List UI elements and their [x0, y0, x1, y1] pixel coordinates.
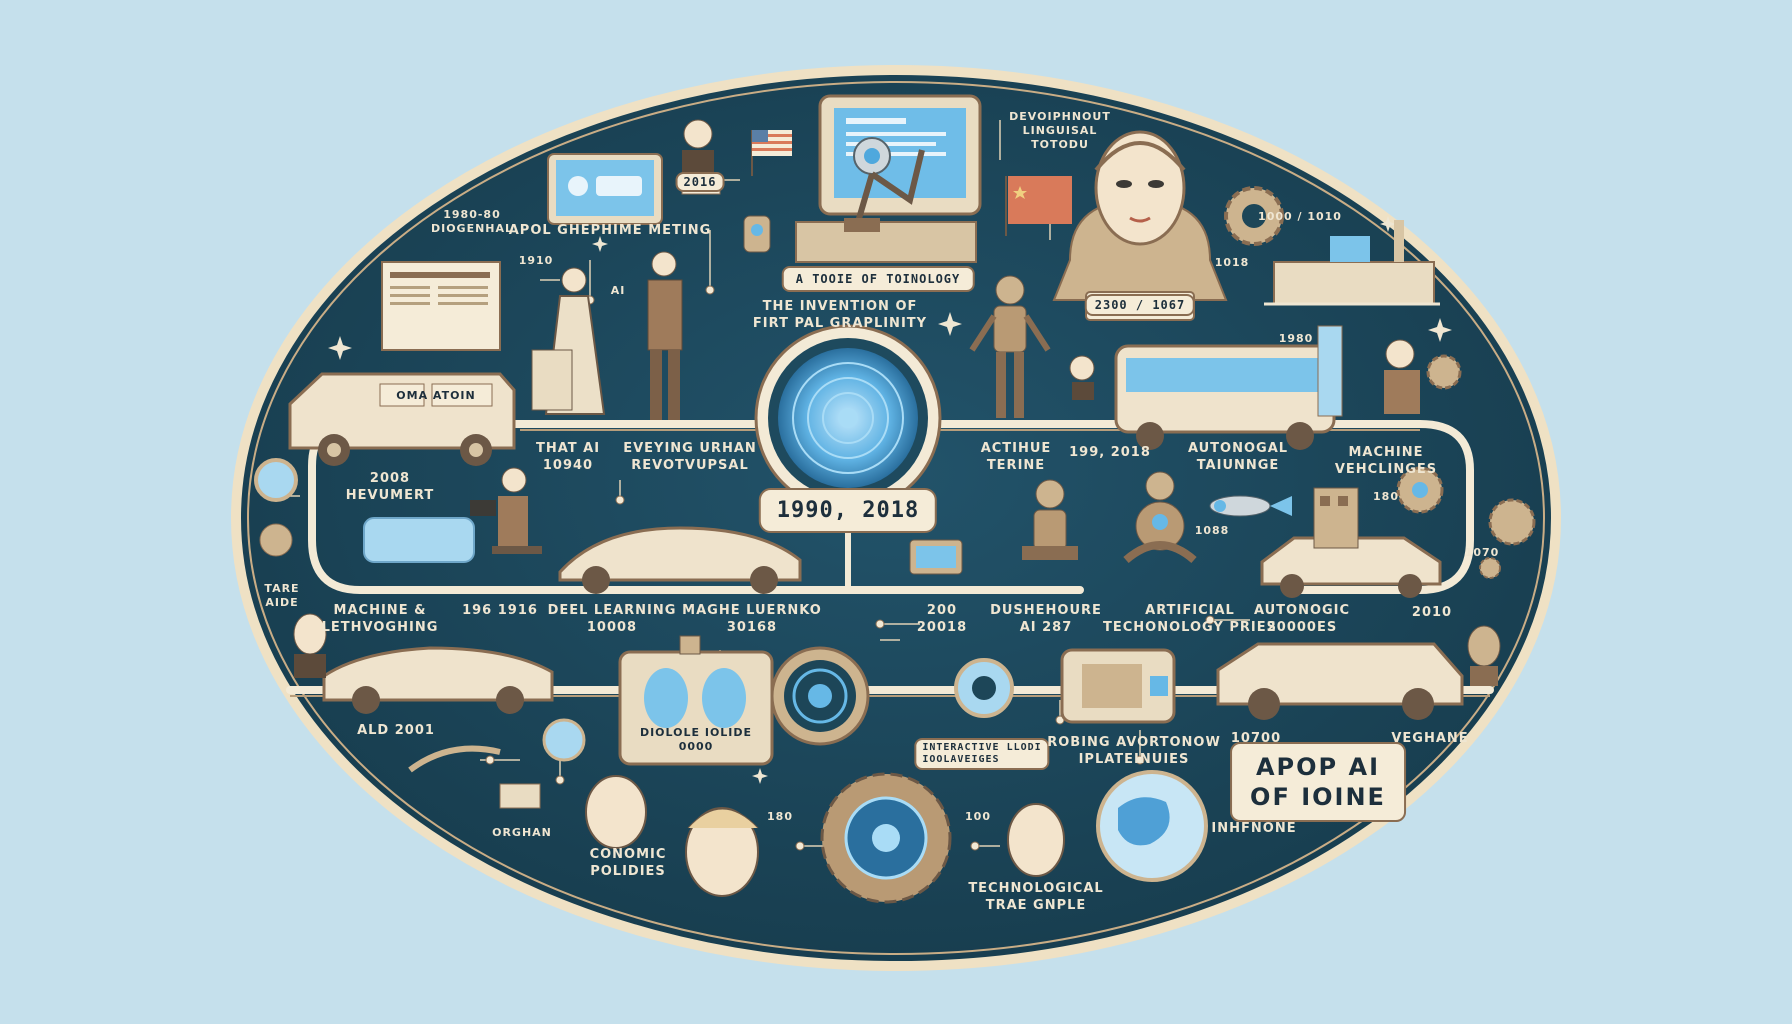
label-vehicle: VEGHANE: [1391, 731, 1469, 746]
bus-icon: [1114, 325, 1343, 450]
label-year-1070: 1070: [1464, 546, 1500, 559]
drone-icon: [1209, 495, 1292, 517]
boat-icon: [408, 745, 541, 809]
label-machine-learning-tech: MACHINE & LETHVOGHING: [321, 603, 439, 635]
label-economic-policies: CONOMIC POLIDIES: [589, 847, 667, 879]
person-icon-man: [647, 251, 683, 420]
badge-tool-of-technology: A TOOIE OF TOINOLOGY: [781, 266, 975, 292]
label-trade-age: TARE AIDE: [264, 582, 300, 609]
label-autonomous-2000: AUTONOGIC 20000ES: [1253, 603, 1351, 635]
factory-icon: [1264, 220, 1440, 306]
badge-interactive: INTERACTIVE LLODI IOOLAVEIGES: [914, 738, 1050, 770]
badge-portrait-date: 2300 / 1067: [1084, 294, 1196, 316]
label-active-terminal: ACTIHUE TERINE: [980, 441, 1052, 473]
label-year-1916: 196 1916: [462, 603, 538, 618]
sedan-icon: [1260, 536, 1442, 598]
timeline-oval-inner-border: [247, 81, 1545, 955]
robot-icon-sitting: [1022, 479, 1078, 560]
person-icon-bottom: [293, 339, 1501, 897]
label-that-ai: THAT AI 10940: [535, 441, 601, 473]
china-flag-icon: [1005, 176, 1072, 236]
label-year-100: 100: [965, 810, 991, 823]
label-phone-screen: DIOLOLE IOLIDE 0000: [639, 726, 753, 753]
label-year-1980: 1980: [1278, 332, 1314, 345]
label-artificial-technologies: ARTIFICIAL TECHONOLOGY PRIES: [1103, 603, 1277, 635]
label-year-1088: 1088: [1194, 524, 1230, 537]
person-at-laptop-icon: [363, 467, 542, 563]
label-everyone-urban: EVEYING URHAN REVOTVUPSAL: [623, 441, 757, 473]
label-year-1000: 1000 / 1010: [1258, 210, 1342, 223]
label-year-180: 180: [1373, 490, 1399, 503]
computer-icon: [795, 94, 982, 263]
person-icon-woman: [531, 267, 606, 415]
central-hub-icon: [820, 772, 952, 904]
usa-flag-icon: [751, 130, 792, 176]
magnifier-icon: [254, 458, 298, 557]
globe-icon: [542, 718, 1208, 882]
tablet-icon: [909, 539, 963, 575]
suv-icon: [1216, 642, 1464, 720]
label-top-left-period: 1980-80 DIOGENHAL: [430, 208, 514, 235]
monitor-icon: [547, 153, 663, 225]
car-icon-bottom-left: [322, 646, 554, 714]
label-apol-meeting: APOL GHEPHIME METING: [508, 223, 712, 238]
label-year-2000: 200 20018: [916, 603, 968, 635]
camera-icon: [743, 215, 771, 253]
label-dev-2008: 2008 HEVUMERT: [345, 471, 435, 503]
label-year-1990-2018: 199, 2018: [1069, 445, 1151, 460]
label-origin: ORGHAN: [492, 826, 552, 839]
label-year-180b: 180: [767, 810, 793, 823]
van-icon: [288, 372, 516, 466]
label-autonomous-talking: AUTONOGAL TAIUNNGE: [1187, 441, 1289, 473]
robot-icon-standing: [969, 275, 1051, 418]
building-icon: [1313, 487, 1359, 549]
label-invention-first: THE INVENTION OF FIRT PAL GRAPLINITY: [752, 299, 928, 331]
robot-arm-icon: [844, 137, 925, 232]
label-year-1018: 1018: [1214, 256, 1250, 269]
label-influence: INHFNONE: [1211, 821, 1297, 836]
brain-scan-icon: [618, 635, 774, 766]
sports-car-icon: [558, 526, 802, 594]
label-dushenome: DUSHEHOURE AI 287: [990, 603, 1102, 635]
label-year-1910: 1910: [518, 254, 554, 267]
label-year-2010: 2010: [1411, 605, 1453, 620]
label-development-linguistic: DEVOIPHNOUT LINGUISAL TOTODU: [1009, 110, 1111, 151]
robot-icon-meditating: [1123, 471, 1197, 564]
label-machine-vehicles: MACHINE VEHCLINGES: [1334, 445, 1438, 477]
label-ald-2001: ALD 2001: [357, 723, 435, 738]
label-technological-trade: TECHNOLOGICAL TRAE GNPLE: [968, 881, 1104, 913]
document-icon: [381, 261, 501, 351]
chip-icon: [1060, 648, 1176, 724]
target-icon: [954, 658, 1014, 718]
badge-2016: 2016: [675, 172, 725, 192]
gear-icon: [1224, 186, 1536, 579]
label-robotic-autonomy: ROBING AVORTONOW IPLATEINUIES: [1047, 735, 1221, 767]
label-ai-tag: AI: [610, 284, 626, 297]
central-lens-icon: [754, 324, 942, 512]
label-deep-learning: DEEL LEARNING 10008: [547, 603, 677, 635]
label-machine-learning: MAGHE LUERNKO 30168: [682, 603, 822, 635]
camera-lens-icon: [770, 646, 870, 746]
sign-apop-ai: APOP AI OF IOINE: [1230, 742, 1406, 822]
label-van-sign: OMA ATOIN: [396, 389, 476, 402]
center-badge: 1990, 2018: [758, 488, 938, 533]
